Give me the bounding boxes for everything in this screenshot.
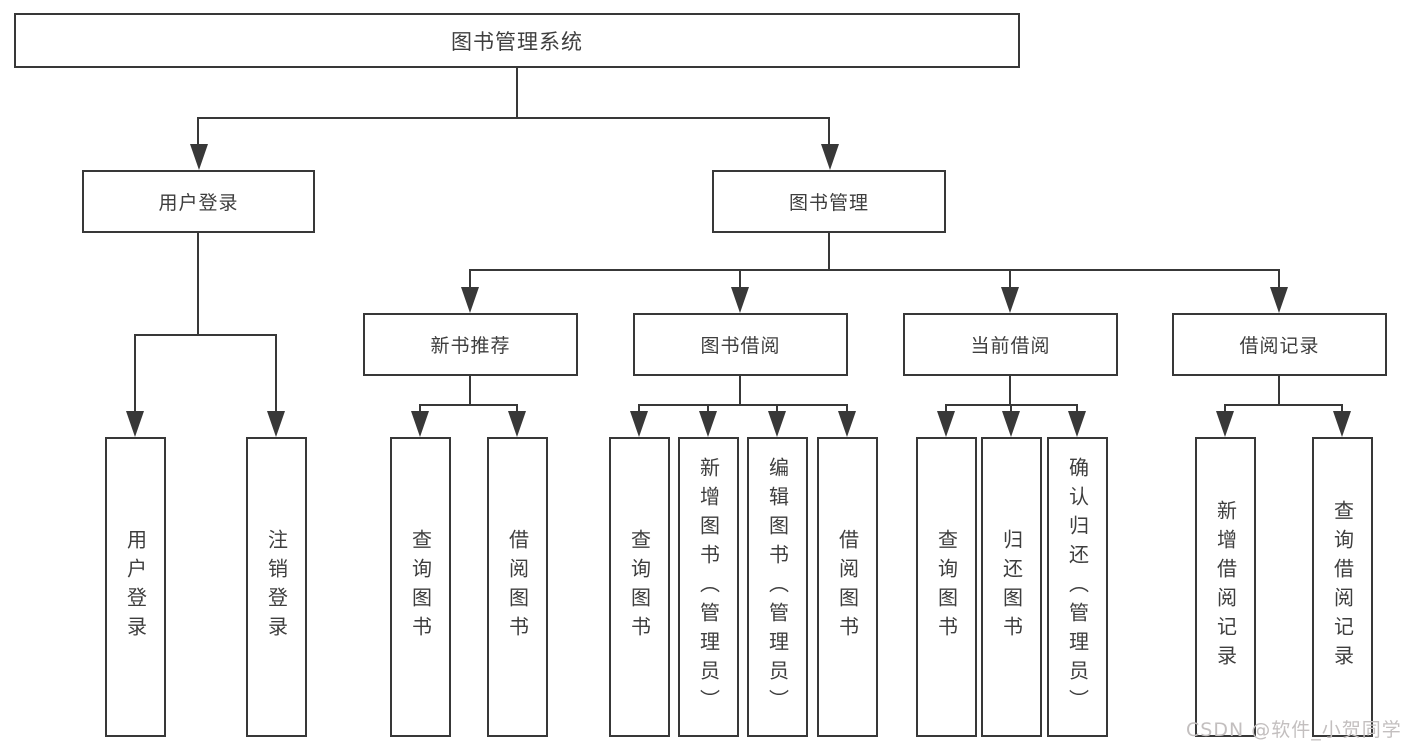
connector-line	[739, 376, 741, 406]
leaf-confirm-return-admin: 确认归还（管理员）	[1047, 437, 1108, 737]
arrow-down-icon	[1333, 411, 1351, 437]
node-current-borrowing: 当前借阅	[903, 313, 1118, 376]
connector-line	[470, 269, 1280, 271]
connector-line	[1225, 404, 1343, 406]
node-library-system: 图书管理系统	[14, 13, 1020, 68]
node-book-management: 图书管理	[712, 170, 946, 233]
leaf-borrow-books-recommend: 借阅图书	[487, 437, 548, 737]
arrow-down-icon	[461, 287, 479, 313]
arrow-down-icon	[1068, 411, 1086, 437]
node-borrowing-records: 借阅记录	[1172, 313, 1387, 376]
leaf-query-books-recommend: 查询图书	[390, 437, 451, 737]
connector-line	[469, 376, 471, 406]
leaf-label: 编辑图书（管理员）	[765, 456, 790, 718]
leaf-label: 新增图书（管理员）	[696, 456, 721, 718]
connector-line	[135, 334, 277, 336]
connector-line	[846, 404, 848, 414]
arrow-down-icon	[1001, 287, 1019, 313]
arrow-down-icon	[267, 411, 285, 437]
arrow-down-icon	[1002, 411, 1020, 437]
leaf-label: 注销登录	[264, 529, 289, 645]
connector-line	[1278, 376, 1280, 406]
arrow-down-icon	[1270, 287, 1288, 313]
leaf-label: 新增借阅记录	[1213, 500, 1238, 674]
leaf-label: 查询借阅记录	[1330, 500, 1355, 674]
leaf-return-books: 归还图书	[981, 437, 1042, 737]
leaf-query-books-borrowing: 查询图书	[609, 437, 670, 737]
node-label: 当前借阅	[970, 335, 1051, 357]
connector-line	[638, 404, 640, 414]
node-label: 图书借阅	[700, 335, 781, 357]
connector-line	[707, 404, 709, 414]
leaf-label: 借阅图书	[505, 529, 530, 645]
arrow-down-icon	[190, 144, 208, 170]
node-book-borrowing: 图书借阅	[633, 313, 848, 376]
leaf-label: 查询图书	[627, 529, 652, 645]
arrow-down-icon	[699, 411, 717, 437]
node-label: 用户登录	[158, 192, 239, 214]
leaf-label: 查询图书	[408, 529, 433, 645]
connector-line	[1010, 404, 1012, 414]
leaf-user-login: 用户登录	[105, 437, 166, 737]
node-label: 图书管理系统	[451, 29, 583, 54]
arrow-down-icon	[731, 287, 749, 313]
connector-line	[946, 404, 1078, 406]
connector-line	[945, 404, 947, 414]
leaf-label: 查询图书	[934, 529, 959, 645]
connector-line	[197, 233, 199, 336]
leaf-label: 确认归还（管理员）	[1065, 456, 1090, 718]
node-label: 图书管理	[788, 192, 869, 214]
leaf-edit-book-admin: 编辑图书（管理员）	[747, 437, 808, 737]
arrow-down-icon	[126, 411, 144, 437]
connector-line	[516, 404, 518, 414]
node-label: 新书推荐	[430, 335, 511, 357]
connector-line	[275, 334, 277, 414]
connector-line	[198, 117, 830, 119]
leaf-add-borrow-record: 新增借阅记录	[1195, 437, 1256, 737]
leaf-label: 归还图书	[999, 529, 1024, 645]
connector-line	[1278, 269, 1280, 289]
leaf-query-books-current: 查询图书	[916, 437, 977, 737]
arrow-down-icon	[768, 411, 786, 437]
leaf-label: 用户登录	[123, 529, 148, 645]
arrow-down-icon	[630, 411, 648, 437]
connector-line	[739, 269, 741, 289]
connector-line	[1076, 404, 1078, 414]
connector-line	[516, 68, 518, 117]
csdn-watermark: CSDN @软件_小贺同学	[1186, 719, 1402, 741]
arrow-down-icon	[508, 411, 526, 437]
leaf-logout: 注销登录	[246, 437, 307, 737]
leaf-query-borrow-record: 查询借阅记录	[1312, 437, 1373, 737]
connector-line	[469, 269, 471, 289]
connector-line	[1009, 376, 1011, 406]
node-label: 借阅记录	[1239, 335, 1320, 357]
connector-line	[419, 404, 421, 414]
connector-line	[420, 404, 518, 406]
arrow-down-icon	[1216, 411, 1234, 437]
connector-line	[1009, 269, 1011, 289]
arrow-down-icon	[838, 411, 856, 437]
connector-line	[134, 334, 136, 414]
connector-line	[197, 117, 199, 145]
connector-line	[776, 404, 778, 414]
leaf-borrow-books-borrowing: 借阅图书	[817, 437, 878, 737]
arrow-down-icon	[411, 411, 429, 437]
arrow-down-icon	[821, 144, 839, 170]
leaf-label: 借阅图书	[835, 529, 860, 645]
arrow-down-icon	[937, 411, 955, 437]
leaf-add-book-admin: 新增图书（管理员）	[678, 437, 739, 737]
connector-line	[1341, 404, 1343, 414]
connector-line	[828, 233, 830, 271]
connector-line	[1224, 404, 1226, 414]
connector-line	[639, 404, 848, 406]
connector-line	[828, 117, 830, 145]
node-user-login: 用户登录	[82, 170, 315, 233]
node-new-book-recommendation: 新书推荐	[363, 313, 578, 376]
